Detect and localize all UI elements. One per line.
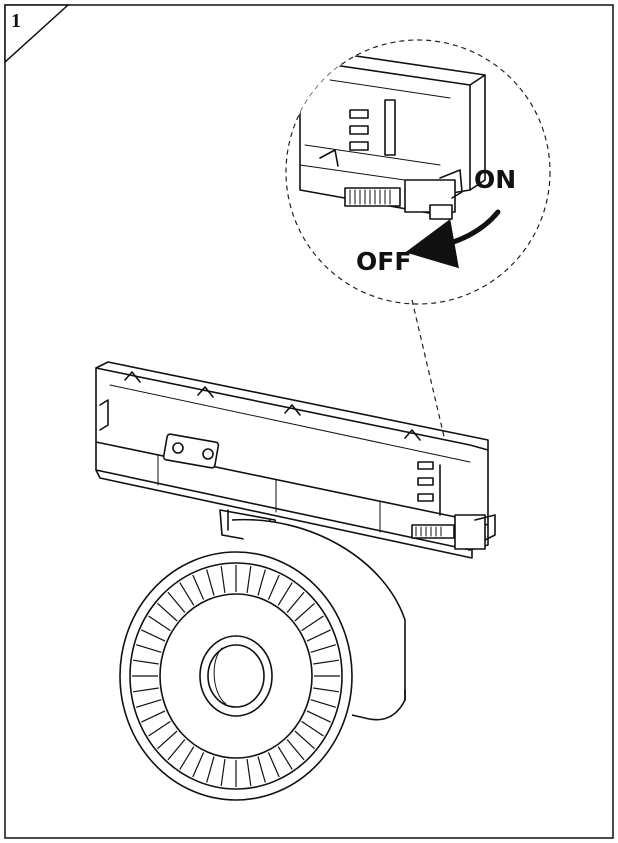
heat-sink-fin <box>156 602 178 622</box>
step-tab: 1 <box>4 4 70 64</box>
heat-sink-fin <box>206 569 215 596</box>
heat-sink-fin <box>257 569 266 596</box>
heat-sink-fin <box>306 710 331 723</box>
heat-sink-fin <box>206 756 215 783</box>
heat-sink-fin <box>141 710 166 723</box>
detail-magnifier: ON OFF <box>285 39 551 305</box>
lamp-head <box>119 518 406 801</box>
heat-sink-fin <box>257 756 266 783</box>
heat-sink-fin <box>286 591 305 613</box>
heat-sink-fin <box>167 591 186 613</box>
heat-sink-fin <box>179 582 195 606</box>
step-number: 1 <box>11 10 21 32</box>
heat-sink-fin <box>267 574 280 600</box>
heat-sink-fin <box>294 602 316 622</box>
heat-sink-fin <box>277 746 293 770</box>
heat-sink-fin <box>310 699 336 708</box>
heat-sink-fin <box>286 739 305 761</box>
heat-sink-fin <box>301 720 324 737</box>
page-frame <box>4 4 614 839</box>
heat-sink-fin <box>313 659 339 665</box>
heat-sink-fin <box>148 720 171 737</box>
track-adapter <box>95 361 496 559</box>
heat-sink-fin <box>192 752 205 778</box>
curved-arrow-icon <box>405 209 501 269</box>
heat-sink-fin <box>246 759 252 786</box>
detail-leader-line <box>411 299 447 446</box>
heat-sink-fin <box>306 629 331 642</box>
heat-sink-fin <box>246 566 252 593</box>
detail-adapter-end <box>299 49 486 220</box>
heat-sink-fin <box>148 615 171 632</box>
heat-sink-fin <box>294 730 316 750</box>
off-label: OFF <box>356 247 411 276</box>
heat-sink-fin <box>220 759 226 786</box>
on-label: ON <box>474 165 516 194</box>
heat-sink-fin <box>192 574 205 600</box>
heat-sink-fin <box>141 629 166 642</box>
heat-sink-fin <box>136 644 162 653</box>
heat-sink-fin <box>136 699 162 708</box>
heat-sink-fins <box>132 565 340 787</box>
heat-sink-fin <box>167 739 186 761</box>
heat-sink-fin <box>156 730 178 750</box>
heat-sink-fin <box>313 687 339 693</box>
heat-sink-fin <box>277 582 293 606</box>
heat-sink-fin <box>310 644 336 653</box>
heat-sink-fin <box>179 746 195 770</box>
heat-sink-fin <box>133 659 159 665</box>
heat-sink-fin <box>133 687 159 693</box>
heat-sink-fin <box>301 615 324 632</box>
heat-sink-fin <box>220 566 226 593</box>
heat-sink-fin <box>267 752 280 778</box>
